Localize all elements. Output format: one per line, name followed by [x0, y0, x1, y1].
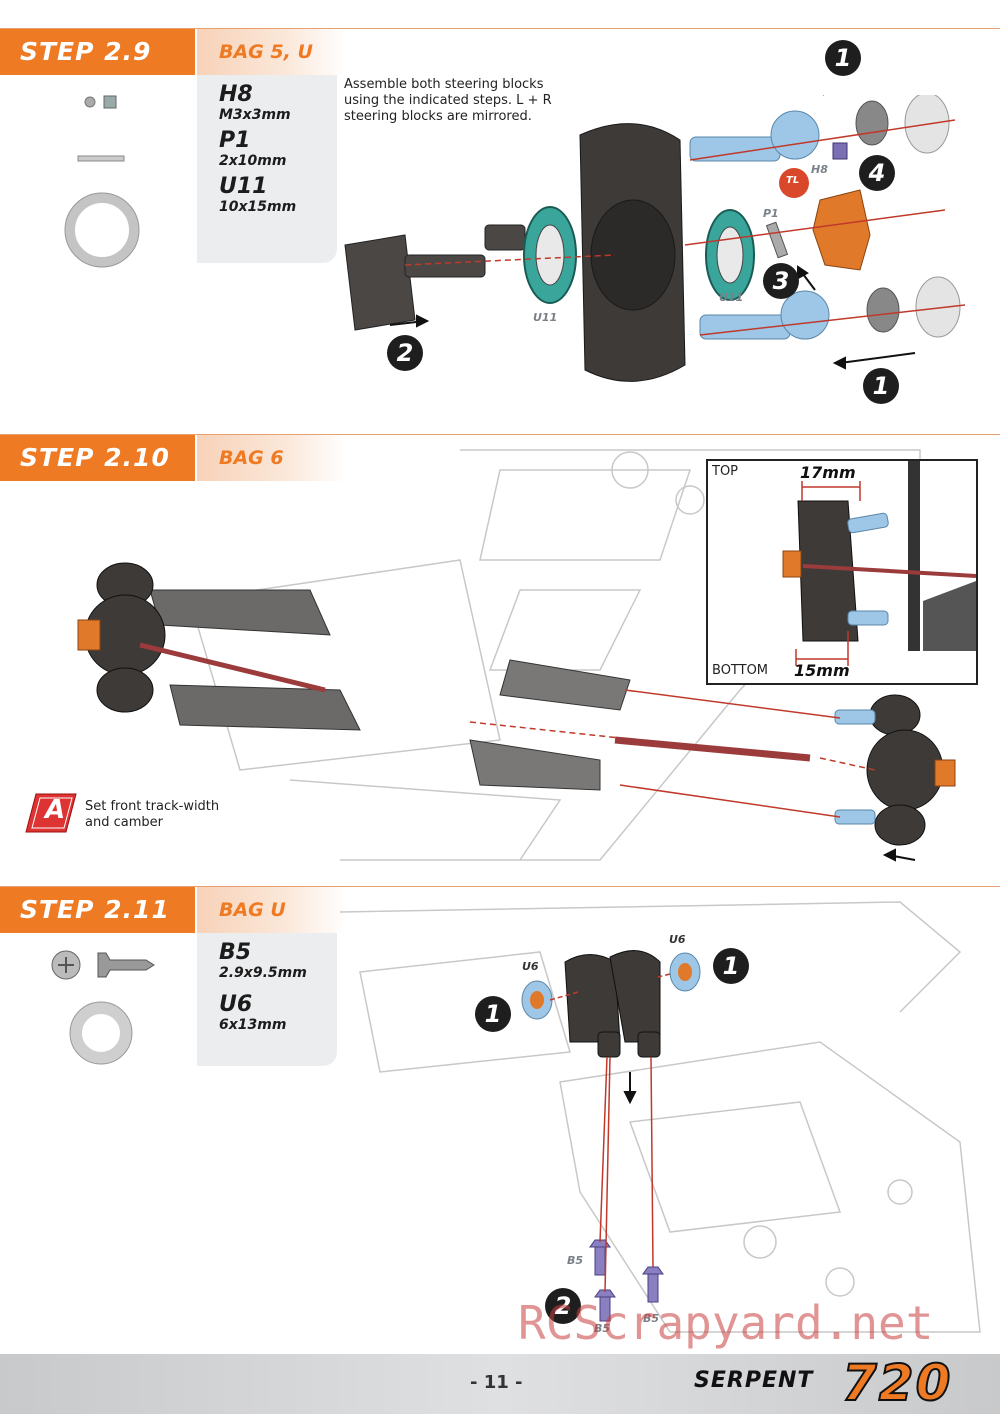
inset-top-dimension: 17mm — [800, 463, 856, 482]
part-item: H8 M3x3mm — [219, 82, 337, 124]
brand-logo: SERPENT — [694, 1368, 814, 1393]
step-badge: 1 — [475, 996, 511, 1032]
label-u11: U11 — [533, 311, 558, 324]
label-p1: P1 — [763, 207, 779, 220]
step-2-9-bag: BAG 5, U — [197, 29, 347, 75]
tie-rod — [139, 642, 326, 693]
track-width-inset: TOP 17mm BOTTOM 15mm — [706, 459, 978, 685]
step-badge: 2 — [387, 335, 423, 371]
part-item: U11 10x15mm — [219, 174, 337, 216]
step-badge: 1 — [825, 40, 861, 76]
pin-icon — [77, 155, 125, 162]
step-2-11-title: STEP 2.11 — [0, 887, 195, 933]
label-b5: B5 — [594, 1322, 611, 1335]
label-tl: TL — [786, 175, 800, 186]
part-code: H8 — [219, 82, 253, 107]
step-2-11-bag: BAG U — [197, 887, 347, 933]
tie-rod — [614, 736, 811, 762]
inset-top-label: TOP — [712, 464, 739, 479]
part-size: 10x15mm — [219, 199, 297, 215]
page-footer: - 11 - SERPENT 720 — [0, 1353, 1000, 1414]
note-line: and camber — [85, 815, 163, 830]
screw-b5 — [589, 1239, 664, 1322]
label-h8: H8 — [811, 163, 828, 176]
step-badge: 1 — [863, 368, 899, 404]
part-code: U6 — [219, 992, 253, 1017]
note-line: Set front track-width — [85, 799, 220, 814]
watermark: RCScrapyard.net — [518, 1296, 934, 1350]
part-code: U11 — [219, 174, 268, 199]
set-screw-icon — [103, 95, 117, 109]
step-badge: 2 — [545, 1288, 581, 1324]
section-rule — [0, 886, 1000, 887]
step-badge: 1 — [713, 948, 749, 984]
countersunk-screw-icon — [97, 952, 155, 978]
part-size: 2x10mm — [219, 153, 287, 169]
step-2-10-title: STEP 2.10 — [0, 435, 195, 481]
right-steering-block — [866, 694, 944, 846]
part-item: B5 2.9x9.5mm — [219, 940, 337, 982]
inset-bottom-label: BOTTOM — [712, 663, 769, 678]
caster-block-illustration — [340, 901, 981, 1333]
step-2-9-note: Assemble both steering blocks using the … — [344, 77, 552, 125]
upper-arm — [149, 589, 361, 731]
label-u6: U6 — [522, 960, 539, 973]
part-item: U6 6x13mm — [219, 992, 337, 1034]
setup-note-letter: A — [45, 795, 66, 825]
page-number: - 11 - — [470, 1372, 523, 1393]
inset-drawing — [782, 461, 976, 666]
part-code: P1 — [219, 128, 251, 153]
label-b5: B5 — [567, 1254, 584, 1267]
bearing-icon — [65, 193, 139, 267]
lower-arm — [469, 659, 631, 791]
step-2-10-note: Set front track-width and camber — [85, 799, 219, 831]
part-size: 2.9x9.5mm — [219, 965, 307, 981]
label-u11: U11 — [719, 291, 744, 304]
caster-block — [564, 950, 661, 1058]
step-2-9-title: STEP 2.9 — [0, 29, 195, 75]
note-line: Assemble both steering blocks — [344, 77, 544, 92]
hex-adapter — [812, 189, 871, 271]
note-line: using the indicated steps. L + R — [344, 93, 552, 108]
part-size: 6x13mm — [219, 1017, 287, 1033]
step-2-9-hardware-icons — [64, 95, 140, 268]
washer-icon — [70, 1002, 132, 1064]
drive-cup — [344, 224, 526, 331]
setup-note-icon — [25, 793, 77, 833]
label-b5: B5 — [643, 1312, 660, 1325]
part-code: B5 — [219, 940, 252, 965]
left-steering-block — [84, 562, 166, 713]
step-badge: 3 — [763, 263, 799, 299]
label-u6: U6 — [669, 933, 686, 946]
section-rule — [0, 28, 1000, 29]
model-logo: 720 — [841, 1353, 953, 1413]
step-2-11-parts-list: B5 2.9x9.5mm U6 6x13mm — [197, 933, 337, 1066]
front-suspension-illustration — [77, 449, 956, 862]
inset-bottom-dimension: 15mm — [794, 661, 850, 680]
step-2-10-bag: BAG 6 — [197, 435, 347, 481]
section-rule — [0, 434, 1000, 435]
step-2-11-hardware-icons — [51, 950, 155, 1065]
steering-block — [579, 123, 686, 382]
ball-stud-top — [689, 110, 820, 162]
steering-block-illustration — [344, 95, 966, 382]
step-2-9-parts-list: H8 M3x3mm P1 2x10mm U11 10x15mm — [197, 75, 337, 263]
part-size: M3x3mm — [219, 107, 291, 123]
part-item: P1 2x10mm — [219, 128, 337, 170]
threadlock-icon — [779, 168, 809, 198]
note-line: steering blocks are mirrored. — [344, 109, 532, 124]
step-badge: 4 — [859, 155, 895, 191]
nut-icon — [84, 96, 96, 108]
